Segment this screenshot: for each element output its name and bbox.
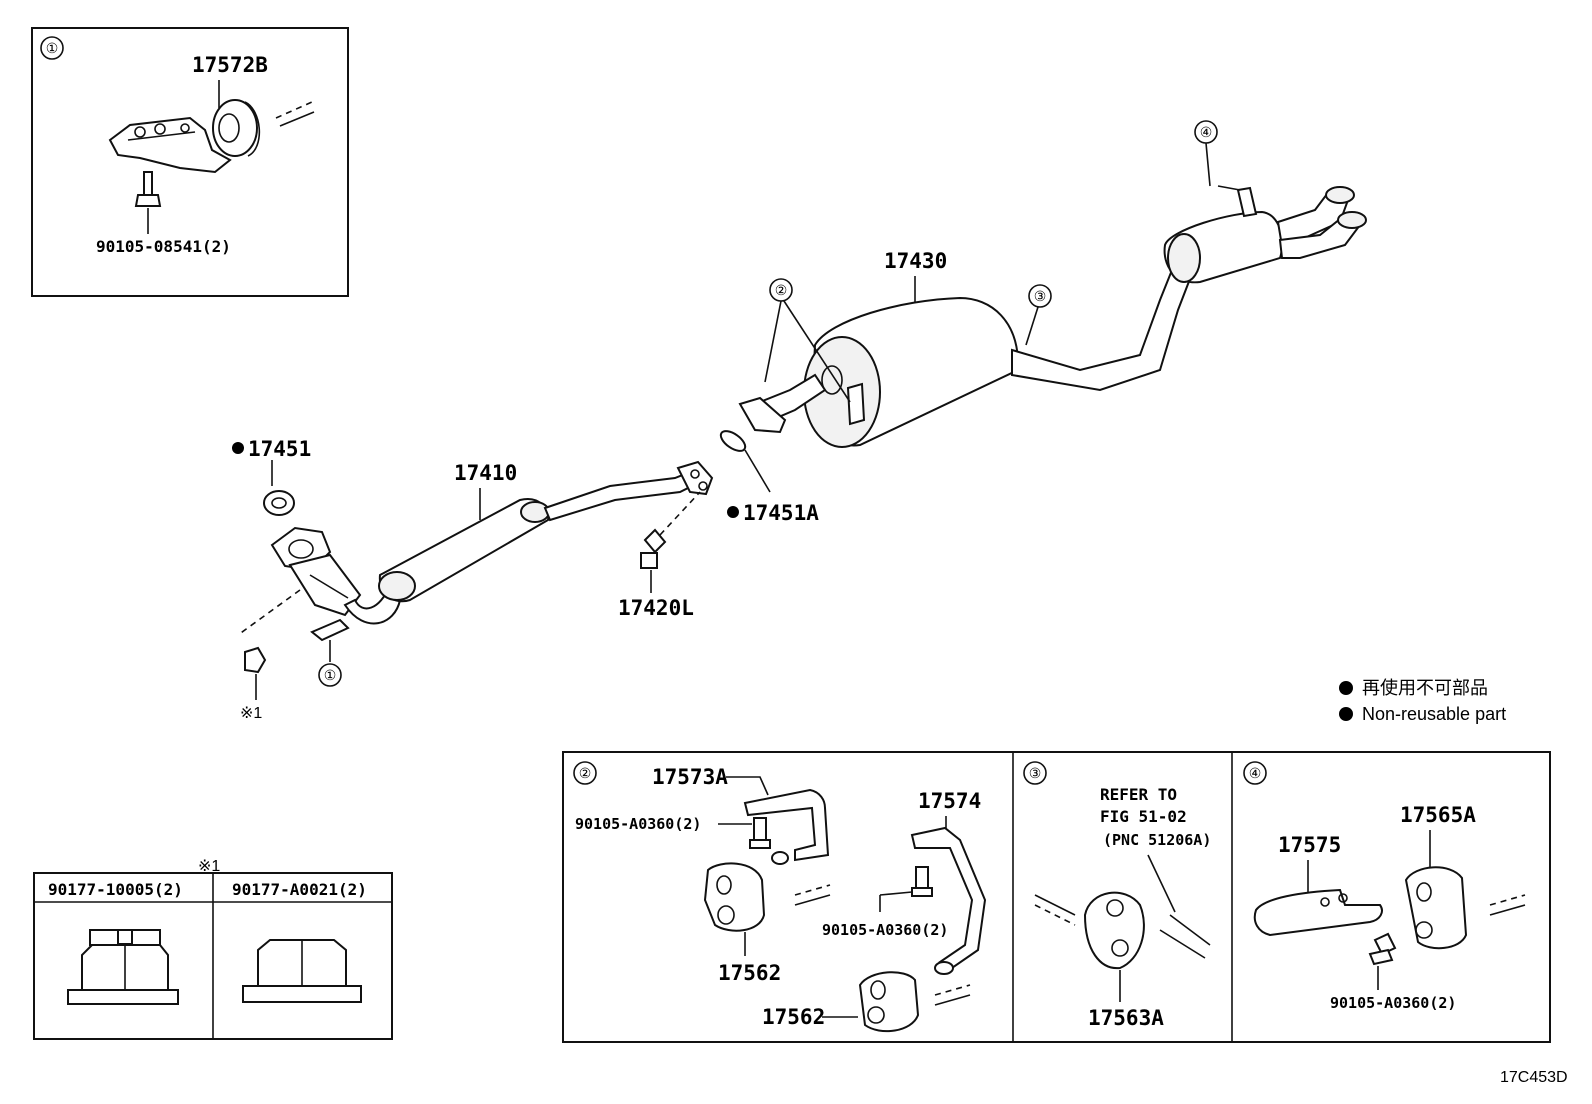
tail-pipe-17410 [543,468,702,522]
refer-line-2: FIG 51-02 [1100,807,1187,826]
bracket-17572B [108,116,232,174]
figure-code: 17C453D [1500,1069,1568,1086]
legend-line-jp: 再使用不可部品 [1362,678,1488,698]
label-17575: 17575 [1278,833,1341,857]
label-17451A: 17451A [743,501,819,525]
nut-table: ※1 90177-10005(2) 90177-A0021(2) [33,858,393,1040]
label-17574: 17574 [918,789,981,813]
hanger-17565A [1404,866,1468,950]
label-90105-A0360-p2b: 90105-A0360(2) [822,921,948,939]
bolt-17420L [643,528,667,554]
panel-3: ③ REFER TO FIG 51-02 (PNC 51206A) 17563A [1023,761,1211,1030]
label-90105-08541: 90105-08541(2) [96,237,231,256]
panel-2: ② 17573A 90105-A0360(2) 17574 90105-A036… [573,761,987,1033]
nut-table-mark: ※1 [198,858,220,875]
nut-col2-label: 90177-A0021(2) [232,880,367,899]
non-reusable-dot-17451A [727,506,739,518]
bracket-17574 [910,826,987,970]
callout-3-panel: ③ [1029,765,1042,781]
bracket-17575 [1253,888,1383,937]
callout-3-main: ③ [1034,288,1047,304]
bolt-inset [143,171,153,196]
callout-2-panel: ② [579,765,592,781]
refer-line-3: (PNC 51206A) [1103,831,1211,849]
legend: 再使用不可部品 Non-reusable part [1339,678,1506,724]
label-note-1: ※1 [240,705,262,722]
bracket-17573A [743,788,830,862]
hanger-rubber-inset [212,99,258,157]
hanger-17563A [1083,891,1145,970]
hanger-17562-a [703,862,766,932]
gasket-17451A [719,430,747,452]
label-17562-b: 17562 [762,1005,825,1029]
label-90105-A0360-p4: 90105-A0360(2) [1330,994,1456,1012]
callout-2-main: ② [775,282,788,298]
gasket-17451 [263,490,295,516]
callout-1-main: ① [324,667,337,683]
label-17573A: 17573A [652,765,728,789]
hanger-17562-b [858,971,920,1033]
main-exhaust: 17451 17410 17420L 17451A [232,120,1367,722]
label-17572B: 17572B [192,53,268,77]
label-17562-a: 17562 [718,961,781,985]
label-17410: 17410 [454,461,517,485]
label-90105-A0360-p2a: 90105-A0360(2) [575,815,701,833]
label-17420L: 17420L [618,596,694,620]
label-17451: 17451 [248,437,311,461]
non-reusable-dot-17451 [232,442,244,454]
inset-box-1: ① 17572B 90105-08541(2) [31,27,349,297]
nut-col1-label: 90177-10005(2) [48,880,183,899]
callout-1-inset: ① [46,40,59,56]
nut-note-1 [244,646,267,674]
callout-4-main: ④ [1200,124,1213,140]
refer-line-1: REFER TO [1100,785,1177,804]
label-17563A: 17563A [1088,1006,1164,1030]
nut-90177-10005 [67,929,179,1005]
callout-4-panel: ④ [1249,765,1262,781]
legend-line-en: Non-reusable part [1362,704,1506,724]
detail-panels: ② 17573A 90105-A0360(2) 17574 90105-A036… [562,751,1551,1043]
nut-90177-A0021 [242,939,362,1003]
label-17430: 17430 [884,249,947,273]
panel-4: ④ 17575 17565A 90105-A0360(2) [1243,761,1526,1012]
label-17565A: 17565A [1400,803,1476,827]
